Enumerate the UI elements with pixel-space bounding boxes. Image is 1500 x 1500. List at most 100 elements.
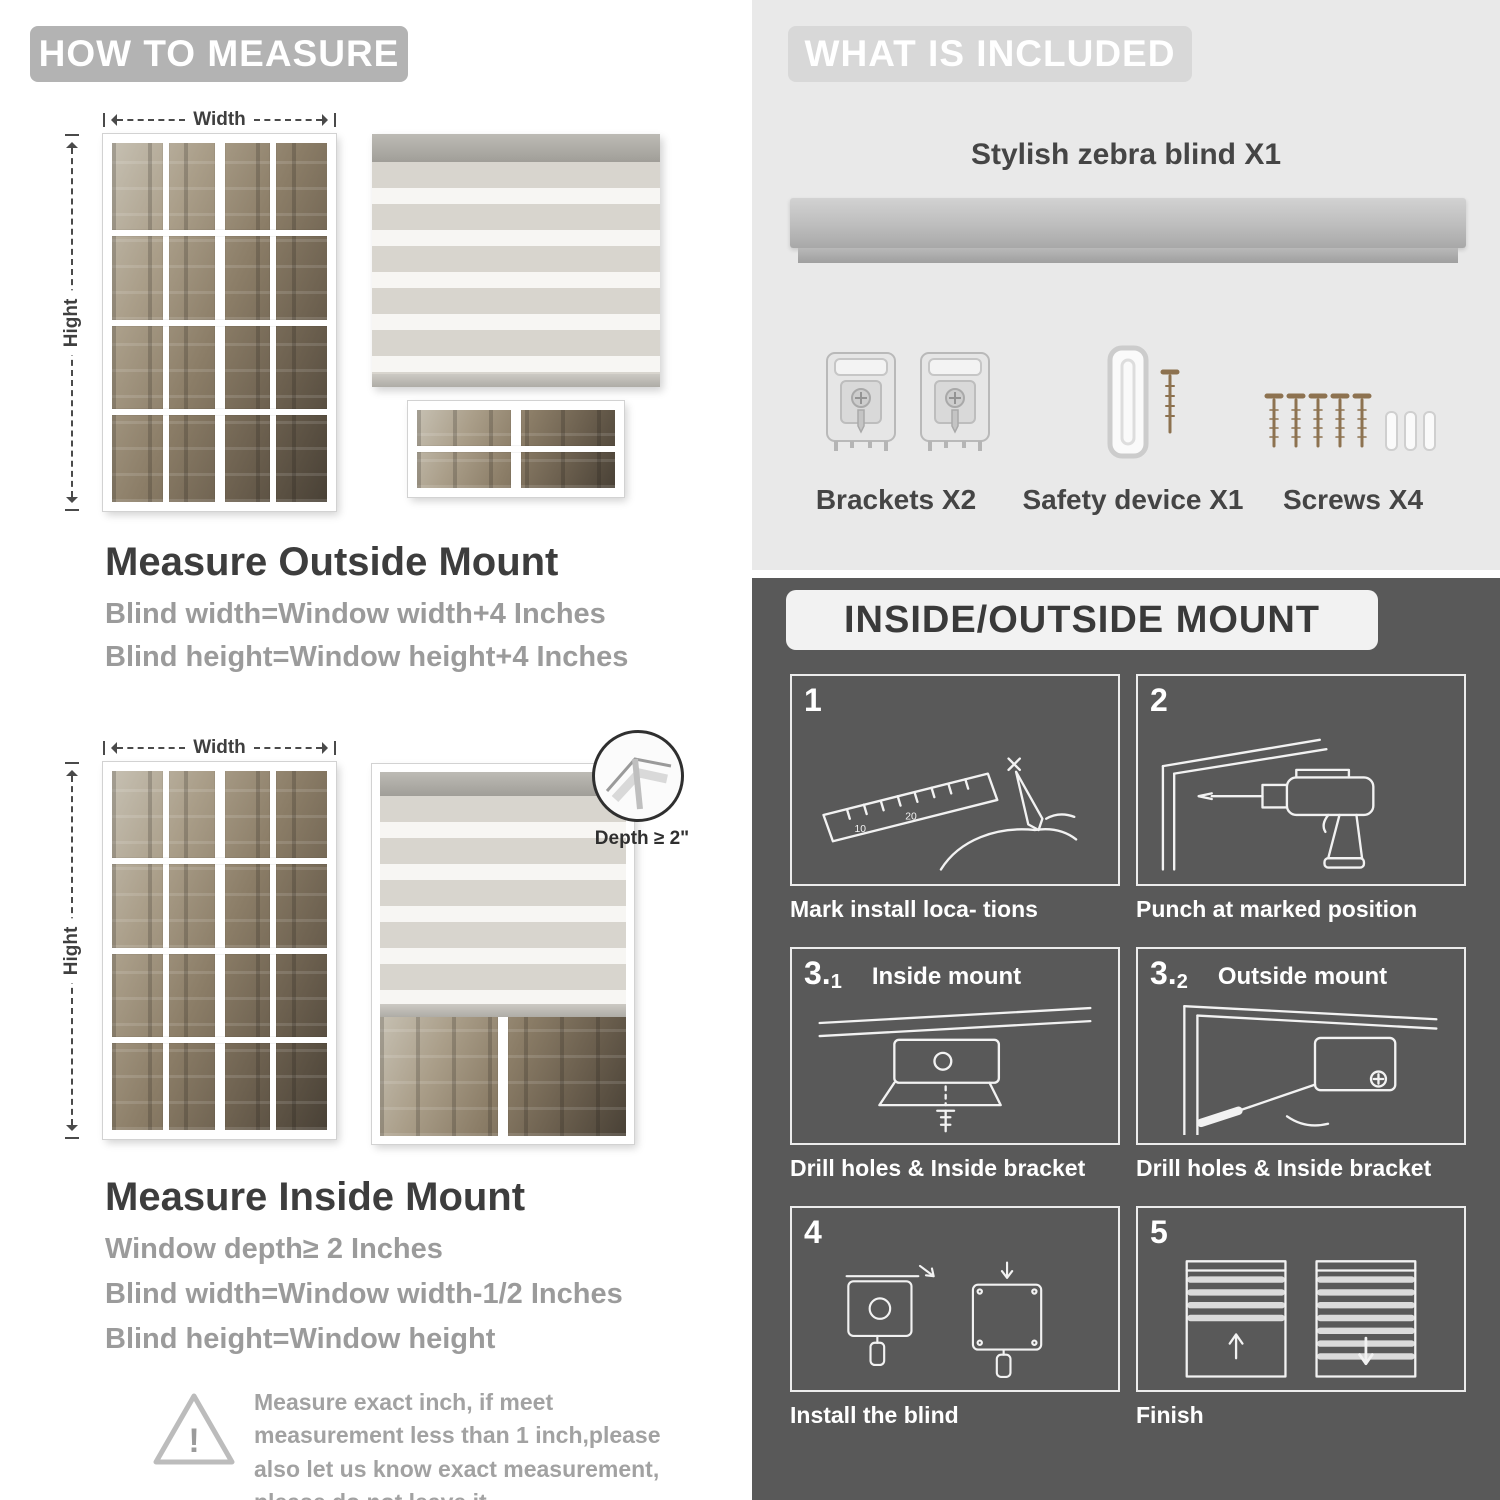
step-caption: Finish bbox=[1136, 1402, 1204, 1428]
measure-outside-heading: Measure Outside Mount bbox=[105, 540, 559, 584]
ruler-mark: 10 bbox=[854, 824, 866, 835]
step-number: 3. bbox=[804, 955, 831, 991]
warning-text: Measure exact inch, if meet measurement … bbox=[254, 1389, 661, 1500]
step-3-1: 3.1 Inside mount bbox=[790, 947, 1120, 1182]
muntin bbox=[112, 229, 327, 236]
step-inline-label: Outside mount bbox=[1217, 963, 1388, 990]
arrow-head-down-icon bbox=[66, 1125, 78, 1137]
step-2-box: 2 bbox=[1136, 674, 1466, 886]
step-caption: Drill holes & Inside bracket bbox=[790, 1155, 1086, 1181]
zebra-blind-outside bbox=[372, 134, 660, 387]
inside-bracket-illustration bbox=[818, 1006, 1092, 1133]
step-3-1-box: 3.1 Inside mount bbox=[790, 947, 1120, 1145]
finish-illustration bbox=[1185, 1260, 1417, 1378]
blind-headrail bbox=[372, 134, 660, 162]
inside-outside-mount-badge: INSIDE/OUTSIDE MOUNT bbox=[786, 590, 1378, 650]
muntin bbox=[112, 319, 327, 326]
step-caption: Mark install loca- tions bbox=[790, 896, 1038, 922]
window-photo-outside bbox=[103, 134, 336, 511]
width-arrow-outside: Width bbox=[103, 109, 336, 130]
step-3-2-box: 3.2 Outside mount bbox=[1136, 947, 1466, 1145]
drill-illustration bbox=[1161, 738, 1375, 871]
outside-bracket-illustration bbox=[1183, 1005, 1438, 1135]
width-label: Width bbox=[193, 109, 246, 130]
step-1-box: 1 10 20 bbox=[790, 674, 1120, 886]
blind-fabric bbox=[380, 796, 626, 1004]
bracket-icon bbox=[826, 352, 896, 451]
brackets-label: Brackets X2 bbox=[815, 484, 977, 515]
step-number: 5 bbox=[1150, 1214, 1168, 1250]
arrow-tick bbox=[103, 113, 105, 127]
measurement-line: Blind width=Window width-1/2 Inches bbox=[105, 1278, 623, 1310]
safety-device-label: Safety device X1 bbox=[1022, 484, 1244, 515]
muntin bbox=[112, 857, 327, 864]
arrow-head-right-icon bbox=[322, 114, 334, 126]
step-number: 4 bbox=[804, 1214, 822, 1250]
muntin bbox=[112, 947, 327, 954]
measurement-line: Window depth≥ 2 Inches bbox=[105, 1233, 443, 1265]
arrow-tick bbox=[334, 741, 336, 755]
step-head: 3.1 Inside mount bbox=[804, 955, 1106, 993]
what-is-included-title: WHAT IS INCLUDED bbox=[804, 33, 1176, 74]
measurement-line: Blind height=Window height+4 Inches bbox=[105, 641, 629, 673]
step-caption: Install the blind bbox=[790, 1402, 959, 1428]
zebra-blind-inside bbox=[372, 764, 634, 1144]
height-arrow-inside: Hight bbox=[61, 762, 83, 1139]
step-caption: Punch at marked position bbox=[1136, 896, 1418, 922]
muntin bbox=[112, 1037, 327, 1044]
step-inline-label: Inside mount bbox=[871, 963, 1022, 990]
arrow-dash bbox=[117, 747, 186, 749]
step-head: 3.2 Outside mount bbox=[1150, 955, 1452, 993]
what-is-included-badge: WHAT IS INCLUDED bbox=[788, 26, 1192, 82]
arrow-dash bbox=[117, 119, 186, 121]
step-3-2: 3.2 Outside mount bbox=[1136, 947, 1466, 1182]
step-caption: Drill holes & Inside bracket bbox=[1136, 1155, 1432, 1181]
product-label: Stylish zebra blind X1 bbox=[970, 138, 1282, 171]
arrow-dash bbox=[253, 747, 322, 749]
zebra-blind-headrail-product bbox=[790, 198, 1466, 248]
blind-headrail bbox=[380, 772, 626, 796]
step-4-box: 4 bbox=[790, 1206, 1120, 1392]
install-blind-illustration bbox=[845, 1261, 1043, 1378]
window-corner-detail bbox=[605, 757, 672, 810]
inside-outside-mount-title: INSIDE/OUTSIDE MOUNT bbox=[843, 598, 1321, 641]
bracket-icon bbox=[920, 352, 990, 451]
arrow-head-up-icon bbox=[66, 764, 78, 776]
step-4: 4 bbox=[790, 1206, 1120, 1429]
window-panes bbox=[112, 143, 327, 502]
blind-bottomrail bbox=[380, 1004, 626, 1017]
muntin bbox=[417, 446, 615, 452]
blind-fabric bbox=[372, 162, 660, 374]
arrow-tick bbox=[65, 762, 79, 764]
arrow-tick bbox=[334, 113, 336, 127]
step-head: 2 bbox=[1150, 684, 1452, 716]
included-panel bbox=[752, 0, 1500, 570]
window-panes bbox=[112, 771, 327, 1130]
height-label: Hight bbox=[61, 290, 83, 355]
measure-inside-heading: Measure Inside Mount bbox=[105, 1175, 526, 1219]
warning-mark: ! bbox=[188, 1422, 199, 1460]
brackets-illustration bbox=[822, 348, 994, 456]
how-to-measure-badge: HOW TO MEASURE bbox=[30, 26, 408, 82]
step-number: 3. bbox=[1150, 955, 1177, 991]
step-number-sub: 1 bbox=[830, 971, 842, 993]
window-below-blind bbox=[408, 401, 624, 497]
width-label: Width bbox=[193, 737, 246, 758]
step-number: 2 bbox=[1150, 682, 1168, 718]
arrow-dash bbox=[253, 119, 322, 121]
height-arrow-outside: Hight bbox=[61, 134, 83, 511]
zebra-blind-headrail-lip bbox=[798, 248, 1458, 263]
step-head: 1 bbox=[804, 684, 1106, 716]
measurement-line: Blind height=Window height bbox=[105, 1323, 496, 1355]
step-2: 2 bbox=[1136, 674, 1466, 923]
step-1: 1 10 20 Mark install loca- bbox=[790, 674, 1120, 923]
mount-steps: 1 10 20 Mark install loca- bbox=[790, 674, 1470, 1453]
ruler-mark: 20 bbox=[905, 812, 917, 823]
arrow-head-up-icon bbox=[66, 136, 78, 148]
depth-callout-label: Depth ≥ 2" bbox=[594, 828, 690, 849]
mark-locations-illustration: 10 20 bbox=[822, 757, 1078, 871]
step-head: 4 bbox=[804, 1216, 1106, 1248]
measurement-line: Blind width=Window width+4 Inches bbox=[105, 598, 606, 630]
width-arrow-inside: Width bbox=[103, 737, 336, 758]
